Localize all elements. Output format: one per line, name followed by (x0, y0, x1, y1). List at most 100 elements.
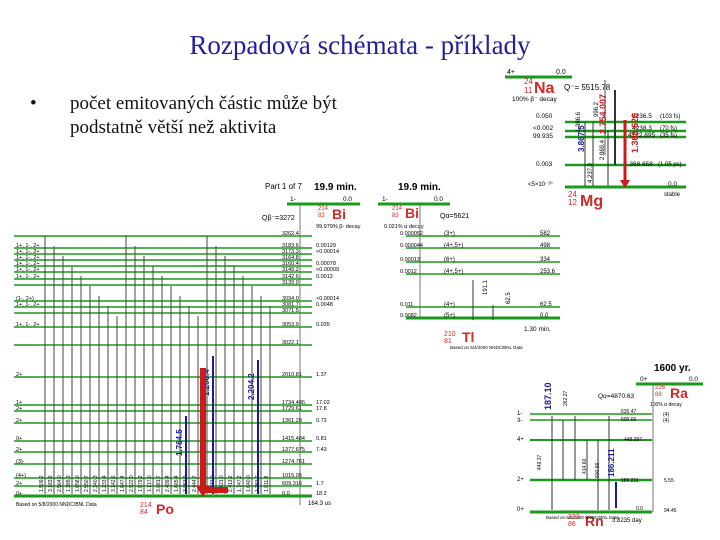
bi214-level-spin: 0+ (16, 436, 22, 442)
svg-text:187.10: 187.10 (543, 382, 553, 410)
bi214-level-spin: 1+, 1-, 2+ (16, 243, 40, 249)
bi214-alpha-halflife: 19.9 min. (398, 182, 441, 193)
bi214-alpha-q-value: Qα=5621 (440, 213, 469, 220)
svg-text:2.869.4: 2.869.4 (600, 139, 606, 160)
ra226-halflife: 1600 yr. (654, 363, 691, 374)
alpha-level-spin: (4+) (444, 302, 455, 308)
bi214-level-energy: 1361.28 (282, 418, 302, 424)
svg-text:600.66: 600.66 (595, 462, 601, 478)
bi214-gamma-label: 1.658.0 (75, 475, 81, 492)
bi214-part-label: Part 1 of 7 (265, 182, 302, 191)
ra226-symbol: Ra (670, 385, 688, 401)
bi214-level-energy: 3142.6 (282, 274, 299, 280)
bi214-gamma-label: 1.011.8 (264, 475, 270, 492)
svg-text:100% α decay: 100% α decay (650, 402, 682, 408)
svg-text:226: 226 (655, 385, 666, 391)
svg-text:2+: 2+ (517, 477, 524, 483)
bi214-level-spin: 2+ (16, 372, 22, 378)
bi214-level-spin: 1+, 1-, 2+ (16, 302, 40, 308)
bi214-alpha-scheme: 19.9 min. 1- 0.0 214 83 Bi Qα=5621 0.021… (378, 182, 560, 350)
bi214-gamma-label: 2.340.3 (93, 475, 99, 492)
na24-decay-mode: 100% β⁻ decay (512, 96, 558, 103)
bi214-level-spin: 1+, 1-, 2+ (16, 261, 40, 267)
bi214-gamma-label: 1.640.0 (246, 475, 252, 492)
ra226-daughter-symbol: Rn (585, 513, 604, 529)
svg-text:0.050: 0.050 (536, 113, 553, 120)
bi214-gamma-label: 2.444.7 (192, 475, 198, 492)
svg-text:5236.5: 5236.5 (632, 113, 652, 120)
svg-text:600.66: 600.66 (621, 417, 637, 423)
svg-text:81: 81 (444, 338, 452, 345)
bi214-gamma-label: 1.233.4 (102, 475, 108, 492)
bi214-level-spin: 1+, 1-, 2+ (16, 274, 40, 280)
svg-text:186.211: 186.211 (607, 448, 616, 477)
svg-text:214: 214 (318, 206, 329, 212)
svg-text:83: 83 (318, 213, 325, 219)
svg-text:0.021% α decay: 0.021% α decay (384, 224, 424, 230)
svg-text:1.386.6: 1.386.6 (576, 111, 582, 132)
bi214-level-intensity: 0.72 (316, 418, 327, 424)
na24-scheme: 4+ 0.0 24 11 Na Q⁻= 5515.78 100% β⁻ deca… (505, 69, 686, 210)
svg-text:Based on 5/5/2000 NNDC/BNL Dat: Based on 5/5/2000 NNDC/BNL Data (546, 515, 619, 520)
bi214-gamma-major-label: 2.204.2 (247, 373, 256, 400)
bi214-level-spin: (4+) (16, 473, 26, 479)
svg-text:222: 222 (568, 514, 580, 521)
bi214-level-spin: (1-, 2+) (16, 296, 34, 302)
alpha-level-energy: 582 (540, 231, 551, 237)
bi214-level-intensity: 0.00078 (316, 261, 336, 267)
svg-text:94.45: 94.45 (664, 508, 677, 514)
bi214-level-energy: 1415.484 (282, 436, 305, 442)
alpha-level-intensity: 0.000044 (400, 243, 423, 249)
bi214-level-intensity: 18.2 (316, 491, 327, 497)
svg-text:2.754.007: 2.754.007 (598, 94, 608, 134)
svg-text:3.867.5: 3.867.5 (577, 125, 586, 152)
bi214-level-spin: 0+ (16, 491, 22, 497)
bi214-level-intensity: 17.8 (316, 406, 327, 412)
bi214-gamma-label: 3.142.6 (111, 475, 117, 492)
alpha-level-energy: 62.5 (540, 302, 552, 308)
bi214-level-energy: 3160.4 (282, 261, 299, 267)
bi214-alpha-levels: 0.000052(3+)5820.000044(4+,5+)4980.00013… (400, 231, 560, 320)
bi214-gamma-label: 1.847.4 (120, 475, 126, 492)
svg-text:191.1: 191.1 (483, 279, 489, 295)
svg-text:214: 214 (392, 206, 403, 212)
bi214-source: Based on 5/8/2000 NNDC/BNL Data (16, 502, 97, 508)
na24-daughter-z: 12 (568, 198, 577, 207)
bi214-level-energy: 3183.6 (282, 243, 299, 249)
svg-text:86: 86 (568, 521, 576, 528)
bi214-gamma-major-label: 1.764.5 (175, 429, 184, 456)
bi214-level-spin: (3)- (16, 459, 25, 465)
bi214-level-energy: 1377.675 (282, 447, 305, 453)
bi214-gamma-label: 1.717.0 (147, 475, 153, 492)
na24-z: 11 (524, 86, 533, 95)
bi214-gamma-label: 2.499.4 (165, 475, 171, 492)
bi214-level-energy: 609.316 (282, 481, 302, 487)
bi214-gamma-label: 3.081.7 (156, 475, 162, 492)
svg-text:0+: 0+ (640, 376, 648, 383)
na24-daughter-mass: 24 (568, 190, 577, 199)
bi214-level-energy: 3081.7 (282, 302, 299, 308)
bi214-level-intensity: 0.81 (316, 436, 327, 442)
bi214-level-spin: 2+ (16, 447, 22, 453)
svg-text:<0.002: <0.002 (533, 125, 553, 132)
bi214-gamma-label: 1.385.3 (66, 475, 72, 492)
bi214-gamma-label: 1.747.2 (237, 475, 243, 492)
svg-text:186.211: 186.211 (621, 478, 639, 484)
svg-text:449.37: 449.37 (537, 454, 543, 470)
svg-text:3-: 3- (517, 418, 522, 424)
svg-text:4238.3: 4238.3 (632, 125, 652, 132)
svg-text:4122.895: 4122.895 (628, 132, 655, 139)
svg-text:<5×10⁻¹⁰: <5×10⁻¹⁰ (528, 181, 553, 188)
bi214-level-intensity: 0.0048 (316, 302, 333, 308)
svg-text:1.30 min.: 1.30 min. (524, 326, 551, 333)
bi214-level-spin: 2+ (16, 406, 22, 412)
bi214-level-energy: 3149.2 (282, 267, 299, 273)
bi214-alpha-symbol: Bi (405, 205, 419, 221)
svg-text:1.368.626: 1.368.626 (630, 113, 640, 153)
bi214-level-spin: 2+ (16, 481, 22, 487)
bi214-level-spin: 1+, 1-, 2+ (16, 255, 40, 261)
svg-text:0.0: 0.0 (668, 181, 677, 188)
bi214-gamma-label: 1.665.4 (174, 475, 180, 492)
